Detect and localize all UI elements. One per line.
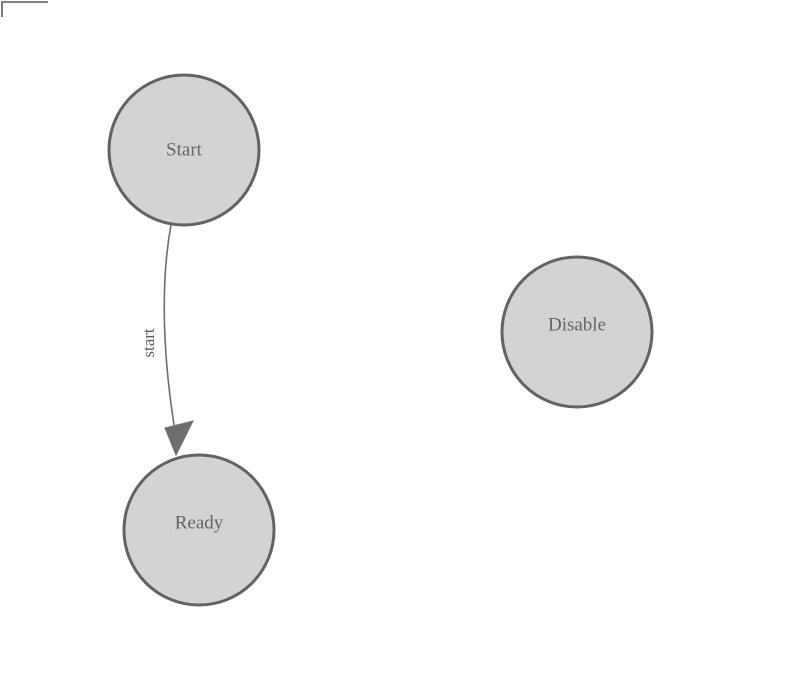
node-ready-label: Ready — [175, 512, 224, 533]
edge-label-start: start — [139, 328, 158, 358]
node-disable-circle[interactable] — [500, 255, 654, 409]
node-start-circle[interactable] — [107, 73, 261, 227]
arrowhead-icon — [164, 420, 194, 457]
node-start-label: Start — [166, 139, 203, 160]
node-disable[interactable]: Disable — [500, 255, 654, 409]
edge-start-to-ready[interactable]: start — [139, 224, 194, 457]
node-ready[interactable]: Ready — [122, 453, 276, 607]
node-start[interactable]: Start — [107, 73, 261, 227]
edge-path — [163, 224, 177, 438]
node-ready-circle[interactable] — [122, 453, 276, 607]
corner-bracket-icon — [1, 1, 48, 17]
node-disable-label: Disable — [548, 314, 606, 335]
